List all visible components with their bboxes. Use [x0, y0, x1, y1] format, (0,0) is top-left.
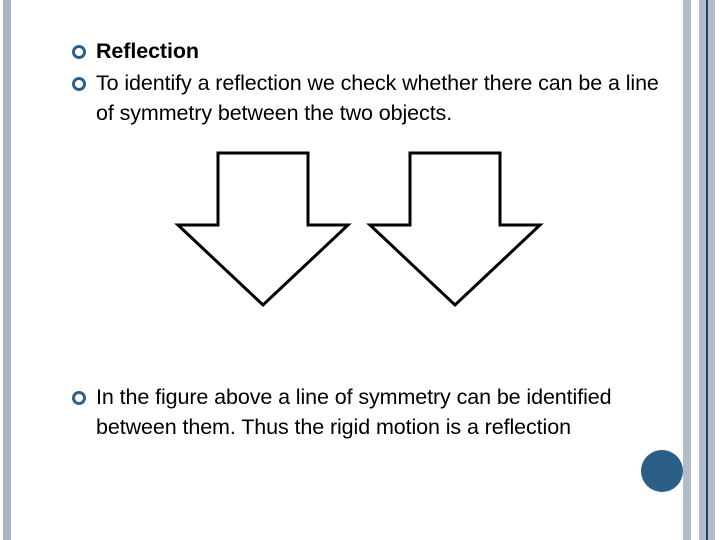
bullet-text-identify-reflection: To identify a reflection we check whethe…	[96, 71, 659, 125]
list-item: To identify a reflection we check whethe…	[72, 68, 662, 128]
right-border-bar-outer	[683, 0, 691, 540]
bullet-list-bottom: In the figure above a line of symmetry c…	[72, 382, 662, 444]
hollow-circle-bullet-icon	[72, 68, 96, 91]
right-border-rule	[706, 0, 708, 540]
hollow-circle-bullet-icon	[72, 382, 96, 405]
left-border-bar	[3, 0, 11, 540]
two-down-arrows-figure	[160, 136, 560, 361]
decorative-blue-dot	[641, 450, 683, 492]
bullet-text-conclusion: In the figure above a line of symmetry c…	[96, 385, 612, 439]
bullet-text-reflection: Reflection	[96, 39, 199, 63]
list-item: In the figure above a line of symmetry c…	[72, 382, 662, 442]
down-arrow-right-shape	[366, 151, 544, 308]
list-item: Reflection	[72, 36, 662, 66]
hollow-circle-bullet-icon	[72, 36, 96, 59]
bullet-list-top: Reflection To identify a reflection we c…	[72, 36, 662, 130]
down-arrow-left-shape	[174, 151, 352, 308]
